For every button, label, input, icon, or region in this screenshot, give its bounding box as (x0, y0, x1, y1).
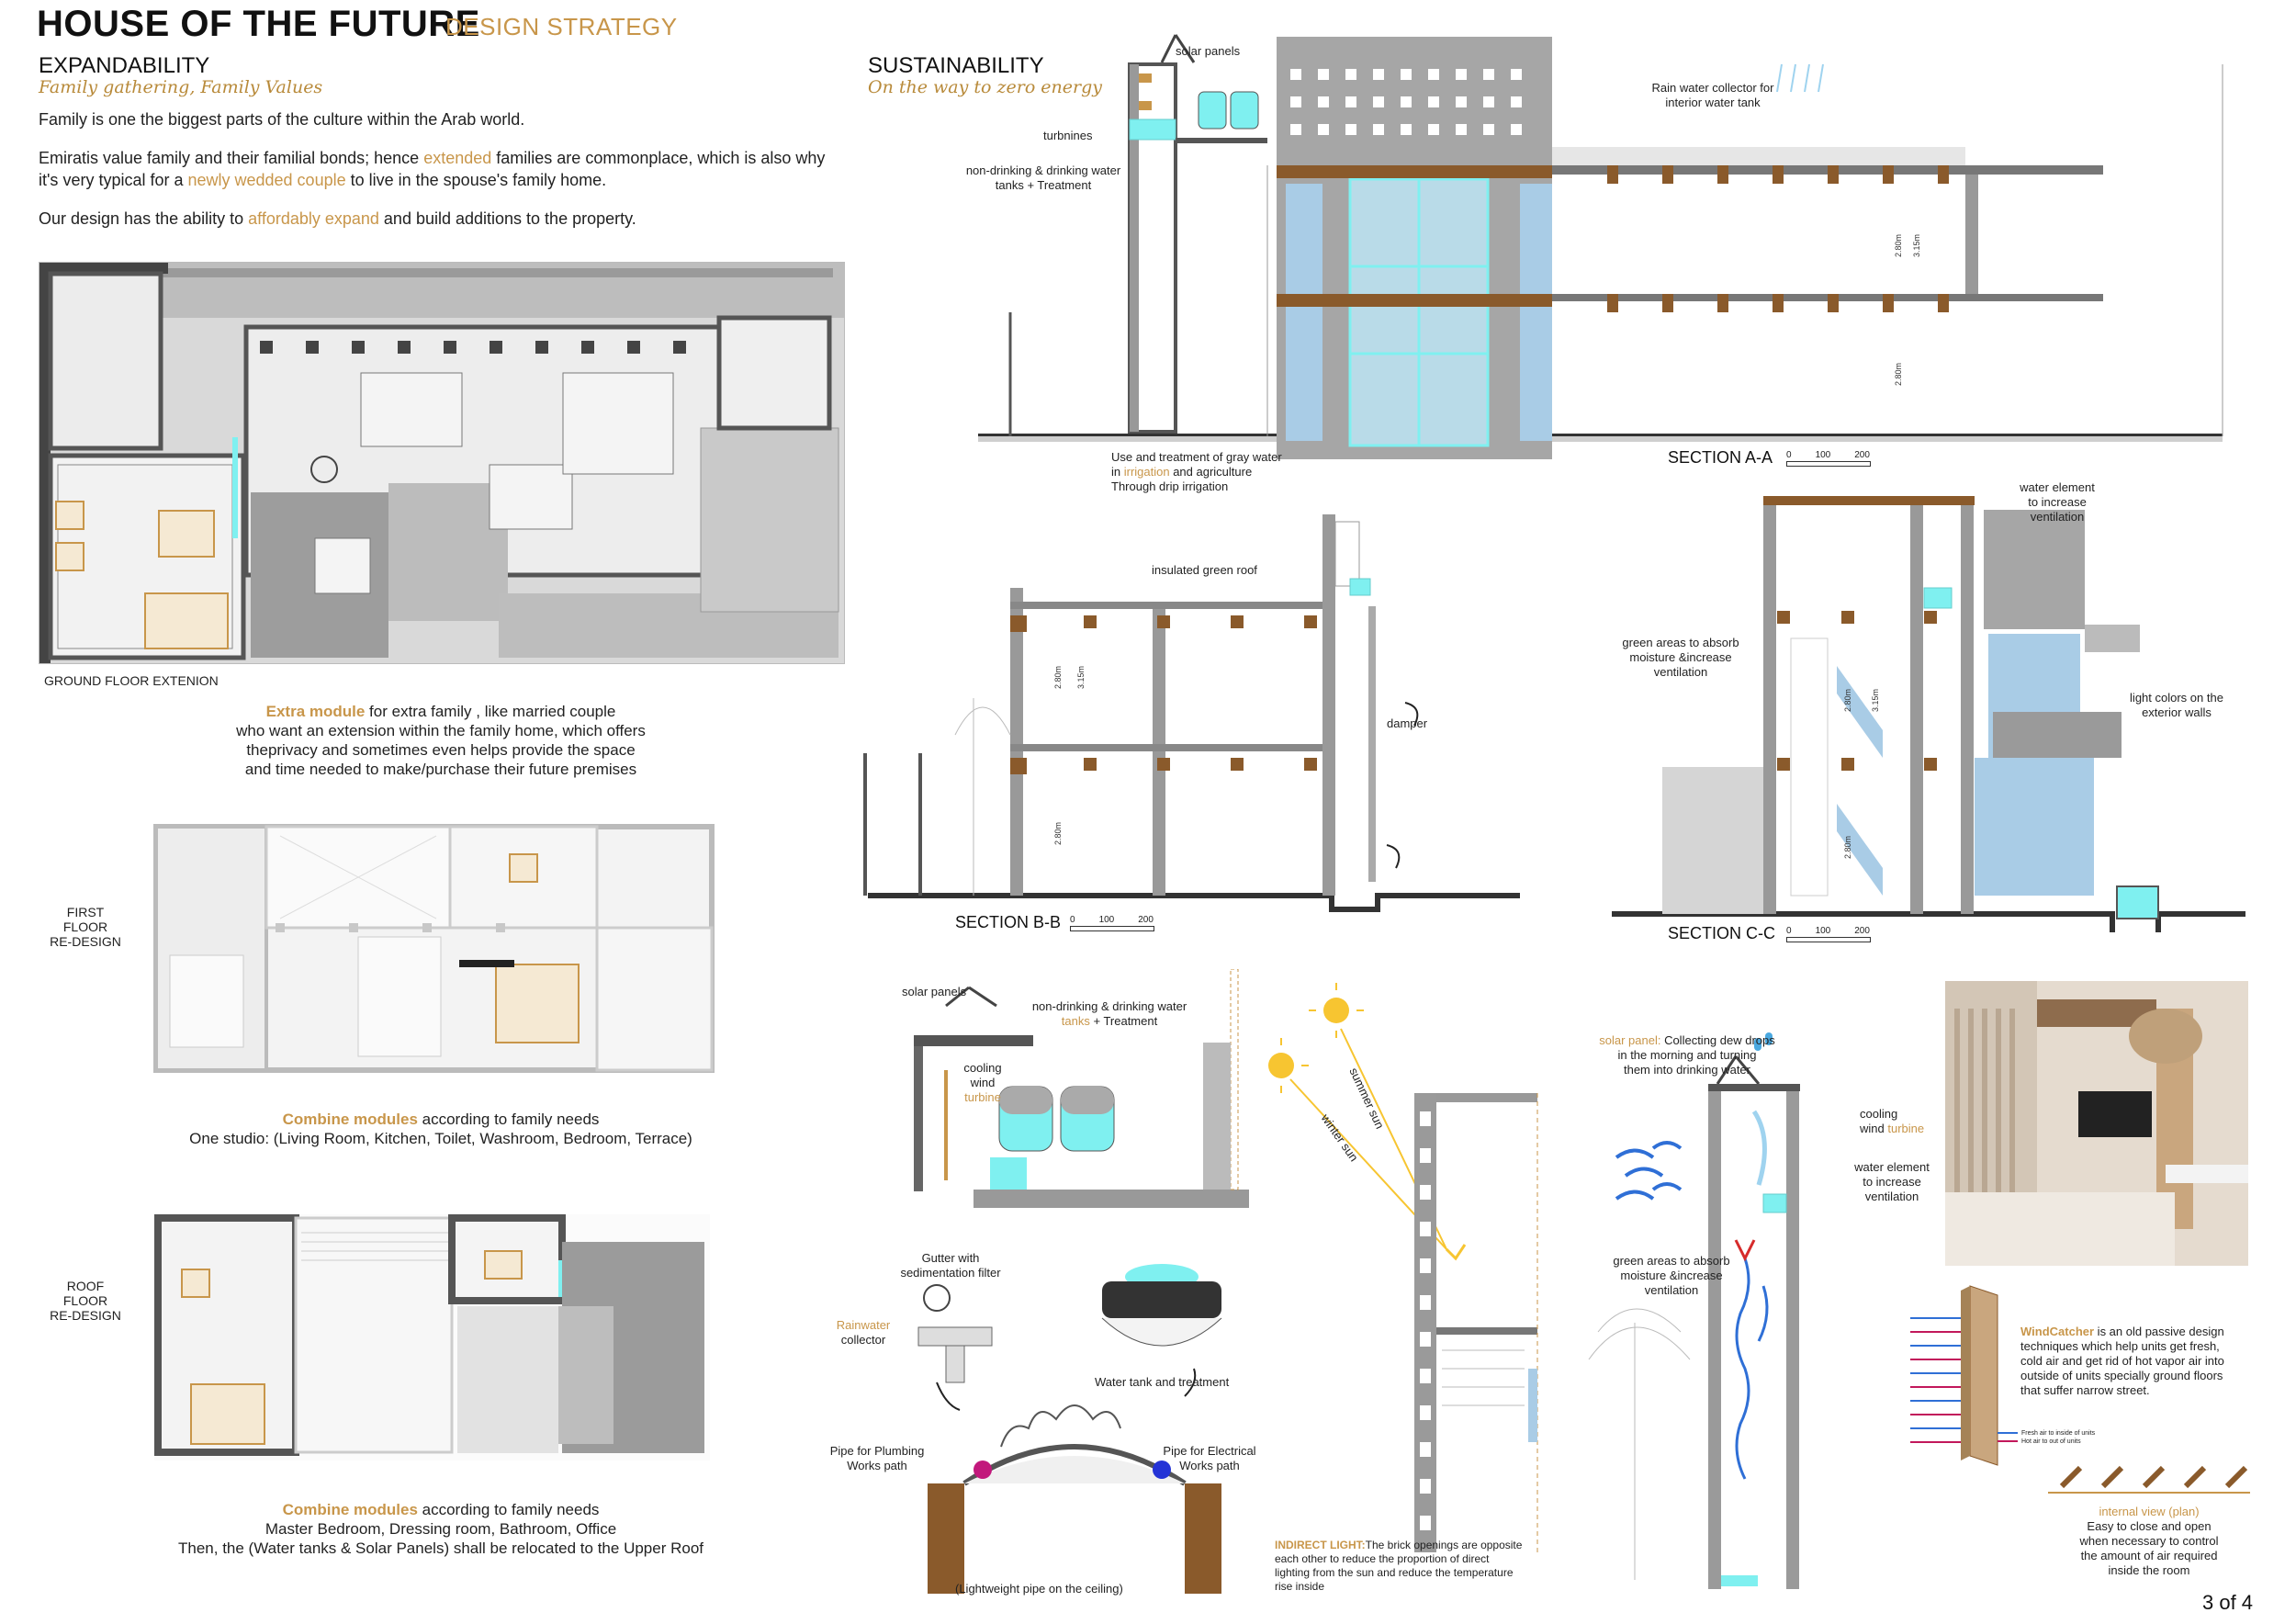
section-a-a: 2.80m 3.15m 2.80m (974, 28, 2232, 478)
dim-a1: 2.80m (1894, 234, 1903, 257)
label-solar-detail: solar panels (902, 985, 967, 998)
combine-modules-caption-2: Combine modules according to family need… (178, 1501, 703, 1557)
label-gray-water: Use and treatment of gray water in irrig… (1111, 450, 1282, 493)
detail-water-systems (882, 968, 1267, 1594)
label-lightweight-pipe: (Lightweight pipe on the ceiling) (955, 1582, 1123, 1596)
dim-b2: 3.15m (1076, 666, 1086, 689)
label-green-roof: insulated green roof (1152, 563, 1257, 577)
ground-floor-plan (39, 262, 845, 664)
legend-hot-swatch (1998, 1440, 2018, 1443)
sustainability-heading: SUSTAINABILITY (868, 53, 1044, 78)
first-floor-drawing (153, 824, 715, 1073)
section-b-b-title: SECTION B-B (955, 913, 1062, 931)
detail-indirect-light-drawing (1268, 983, 1538, 1552)
internal-view-caption: internal view (plan) Easy to close and o… (2079, 1505, 2219, 1577)
dim-a2: 3.15m (1912, 234, 1921, 257)
detail-wind-tower-drawing (1588, 1032, 1800, 1589)
section-b-b-drawing: 2.80m 3.15m 2.80m (863, 514, 1520, 912)
label-turbines: turbnines (1043, 129, 1093, 142)
section-c-c-drawing: 2.80m 3.15m 2.80m (1612, 496, 2245, 940)
dim-c2: 3.15m (1871, 689, 1880, 712)
extra-module-caption: Extra module for extra family , like mar… (236, 703, 646, 778)
dim-c3: 2.80m (1843, 836, 1852, 859)
label-damper: damper (1387, 716, 1428, 730)
dim-b3: 2.80m (1053, 822, 1063, 845)
louvers-drawing (2048, 1465, 2250, 1494)
roof-floor-drawing (154, 1214, 710, 1460)
label-solar-a: solar panels (1176, 44, 1241, 58)
ground-floor-drawing (39, 263, 844, 663)
sustainability-tagline: On the way to zero energy (868, 77, 1103, 97)
interior-render-drawing (1945, 981, 2248, 1266)
legend-fresh-swatch (1998, 1432, 2018, 1435)
windcatcher-diagram (1906, 1281, 2034, 1474)
dim-a3: 2.80m (1894, 363, 1903, 386)
detail-wind-tower (1580, 1029, 1855, 1598)
expandability-tagline: Family gathering, Family Values (39, 77, 323, 97)
first-floor-plan (152, 818, 716, 1077)
label-dew-solar-panel: solar panel: Collecting dew drops in the… (1599, 1033, 1775, 1077)
page-subtitle: DESIGN STRATEGY (445, 13, 678, 40)
combine-modules-caption-1: Combine modules according to family need… (189, 1111, 692, 1147)
detail-water-systems-drawing (914, 968, 1249, 1594)
detail-indirect-light (1267, 983, 1561, 1571)
section-c-c: 2.80m 3.15m 2.80m (1607, 491, 2250, 940)
interior-render-image (1945, 981, 2248, 1266)
section-b-b: 2.80m 3.15m 2.80m (863, 514, 1525, 919)
ground-floor-label: GROUND FLOOR EXTENION (44, 673, 219, 688)
windcatcher-legend: Fresh air to inside of units Hot air to … (1998, 1429, 2095, 1446)
dim-c1: 2.80m (1843, 689, 1852, 712)
windcatcher-drawing (1910, 1285, 1998, 1466)
page-title: HOUSE OF THE FUTURE (37, 4, 480, 44)
section-a-a-title: SECTION A-A (1668, 448, 1773, 467)
winter-sun-icon (1268, 1038, 1309, 1093)
internal-view-louvers (2048, 1460, 2250, 1497)
label-water-tank: Water tank and treatment (1095, 1375, 1230, 1389)
roof-floor-plan (154, 1214, 710, 1460)
expandability-heading: EXPANDABILITY (39, 53, 210, 78)
summer-sun-icon (1309, 983, 1364, 1038)
section-c-c-title: SECTION C-C (1668, 924, 1775, 942)
intro-text: Family is one the biggest parts of the c… (39, 110, 826, 228)
dim-b1: 2.80m (1053, 666, 1063, 689)
indirect-light-caption: INDIRECT LIGHT:The brick openings are op… (1275, 1539, 1523, 1593)
page-number: 3 of 4 (2202, 1591, 2254, 1614)
windcatcher-caption: WindCatcher is an old passive design tec… (2020, 1325, 2224, 1397)
section-a-a-drawing: 2.80m 3.15m 2.80m (978, 34, 2223, 459)
